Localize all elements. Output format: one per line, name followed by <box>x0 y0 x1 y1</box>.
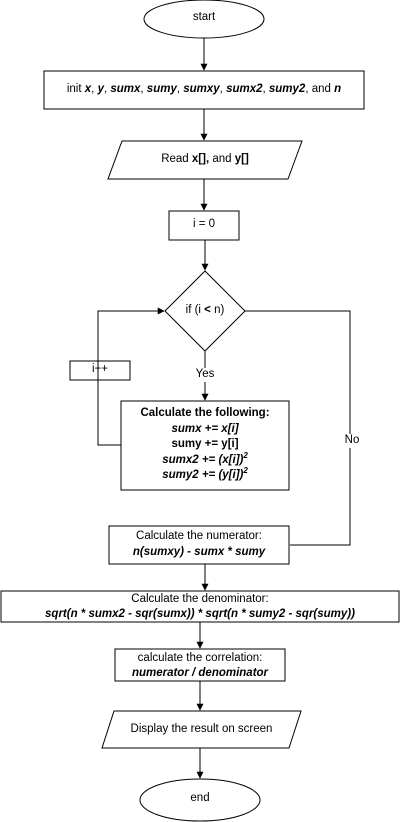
decision-label: if (i < n) <box>185 304 225 316</box>
correlation-label: calculate the correlation: numerator / d… <box>131 652 269 679</box>
loop-body-line-sumx: sumx += x[i] <box>171 422 239 435</box>
i-zero-process <box>168 210 240 241</box>
denominator-label: Calculate the denominator: sqrt(n * sumx… <box>45 593 355 620</box>
increment-label: i++ <box>92 363 108 375</box>
init-label: init x, y, sumx, sumy, sumxy, sumx2, sum… <box>66 83 342 95</box>
numerator-process <box>108 525 290 565</box>
display-output-parallelogram <box>101 710 302 749</box>
i-zero-label: i = 0 <box>192 218 216 230</box>
read-label: Read x[], and y[] <box>161 153 249 165</box>
loop-body-line-sumy: sumy += y[i] <box>171 438 239 450</box>
init-process <box>43 70 365 110</box>
end-terminator <box>139 778 261 822</box>
loop-body-line-sumy2: sumy2 += (y[i])2 <box>162 466 248 481</box>
loop-body-label: Calculate the following: sumx += x[i] su… <box>121 406 289 484</box>
correlation-process <box>114 648 286 682</box>
loop-body-title: Calculate the following: <box>140 407 270 419</box>
start-label: start <box>192 11 216 23</box>
increment-process <box>69 360 131 381</box>
denominator-process <box>0 590 400 623</box>
display-label: Display the result on screen <box>130 723 273 735</box>
loop-body-line-sumx2: sumx2 += (x[i])2 <box>162 450 248 466</box>
yes-edge-label: Yes <box>188 368 222 382</box>
no-edge-label: No <box>340 434 364 448</box>
edge-decision-no <box>245 310 351 546</box>
read-input-parallelogram <box>107 140 303 180</box>
numerator-label: Calculate the numerator: n(sumxy) - sumx… <box>132 530 266 558</box>
edge-loop-back <box>97 307 165 446</box>
end-label: end <box>190 792 210 804</box>
